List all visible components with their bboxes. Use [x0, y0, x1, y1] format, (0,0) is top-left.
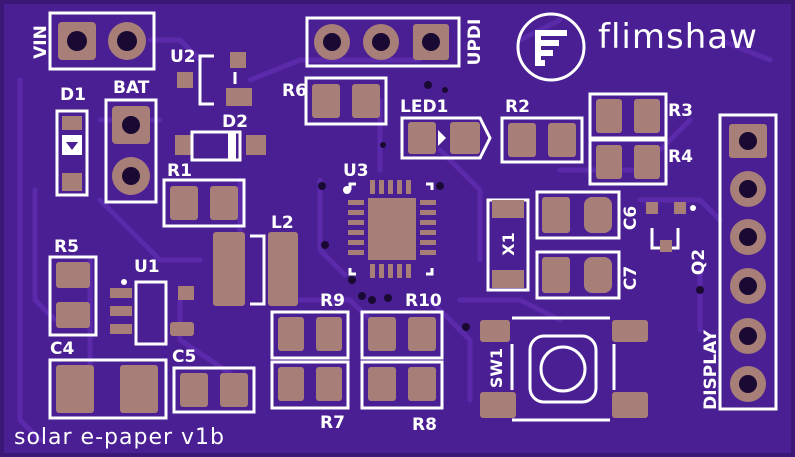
c5-capacitor: C5 [172, 347, 256, 414]
r8-resistor: R8 [360, 360, 444, 435]
r9-label: R9 [320, 291, 345, 311]
d1-diode: D1 [55, 85, 89, 197]
updi-label: UPDI [465, 19, 485, 66]
display-header: DISPLAY [701, 113, 778, 411]
bat-label: BAT [113, 78, 150, 98]
r9-resistor: R9 [270, 291, 350, 360]
board-name: solar e-paper v1b [14, 425, 225, 450]
sw1-button: SW1 [480, 316, 648, 422]
c7-label: C7 [621, 266, 641, 290]
c6-capacitor: C6 [535, 190, 641, 240]
r4-resistor: R4 [588, 138, 693, 186]
r2-resistor: R2 [500, 97, 584, 164]
r7-label: R7 [320, 413, 345, 433]
l2-inductor: L2 [213, 213, 298, 306]
vin-header: VIN [31, 11, 156, 71]
r6-label: R6 [282, 81, 307, 101]
c4-label: C4 [50, 339, 74, 359]
r7-resistor: R7 [270, 360, 350, 433]
r5-label: R5 [54, 237, 79, 257]
x1-crystal: X1 [486, 198, 530, 292]
flimshaw-logo: flimshaw [516, 12, 758, 82]
r1-label: R1 [167, 161, 192, 181]
c6-label: C6 [621, 206, 641, 230]
r4-label: R4 [668, 147, 693, 167]
u2-regulator: U2 [170, 47, 252, 106]
vin-label: VIN [31, 25, 51, 59]
led1: LED1 [400, 97, 492, 160]
d1-label: D1 [60, 85, 86, 105]
u1-label: U1 [134, 257, 160, 277]
c5-label: C5 [172, 347, 196, 367]
bat-header: BAT [104, 78, 158, 204]
c4-capacitor: C4 [48, 339, 168, 420]
r6-resistor: R6 [282, 76, 388, 126]
c7-capacitor: C7 [535, 250, 641, 300]
led1-label: LED1 [400, 97, 448, 117]
updi-header: UPDI [305, 16, 485, 68]
q2-transistor: Q2 [646, 202, 709, 275]
vias [318, 81, 704, 331]
brand-name: flimshaw [598, 17, 758, 57]
r2-label: R2 [505, 97, 530, 117]
display-label: DISPLAY [701, 329, 721, 410]
q2-label: Q2 [689, 249, 709, 275]
u3-microcontroller: U3 [343, 161, 436, 278]
d2-label: D2 [222, 112, 248, 132]
logo-f-icon [535, 30, 567, 66]
u3-label: U3 [343, 161, 369, 181]
l2-label: L2 [271, 213, 294, 233]
r10-resistor: R10 [360, 291, 444, 360]
r8-label: R8 [412, 415, 437, 435]
logo-circle [516, 12, 586, 82]
x1-label: X1 [499, 232, 518, 255]
r1-resistor: R1 [162, 161, 246, 228]
u1-chip: U1 [110, 257, 194, 346]
sw1-label: SW1 [487, 348, 506, 388]
u2-label: U2 [170, 47, 196, 67]
d2-diode: D2 [175, 112, 266, 162]
r5-resistor: R5 [48, 237, 98, 337]
r3-label: R3 [668, 101, 693, 121]
r3-resistor: R3 [588, 92, 693, 140]
r10-label: R10 [405, 291, 442, 311]
